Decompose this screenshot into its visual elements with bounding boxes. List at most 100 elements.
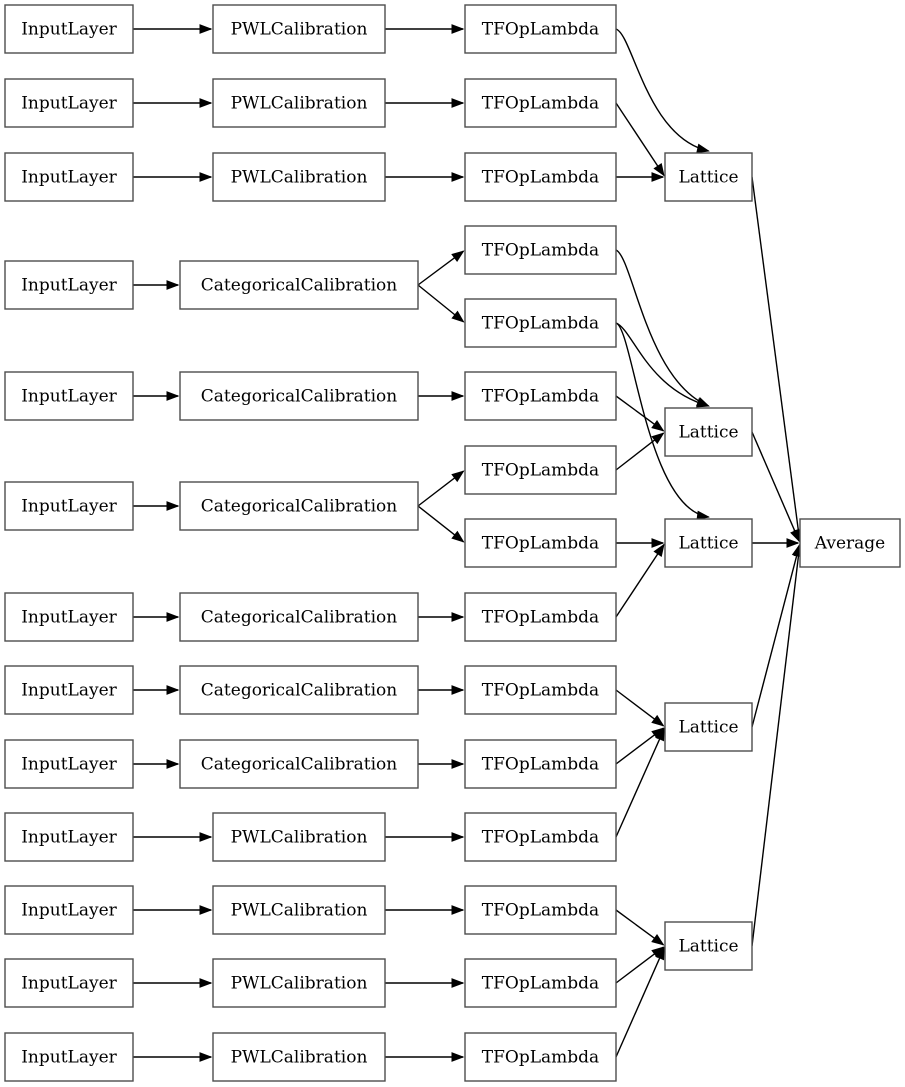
node-input-layer-in2[interactable]: InputLayer [4, 78, 134, 128]
node-tfop-lambda-tf11[interactable]: TFOpLambda [464, 739, 617, 789]
node-tfop-lambda-tf8[interactable]: TFOpLambda [464, 518, 617, 568]
node-tfop-lambda-tf12[interactable]: TFOpLambda [464, 812, 617, 862]
node-tfop-lambda-tf2[interactable]: TFOpLambda [464, 78, 617, 128]
node-box[interactable] [664, 702, 753, 752]
node-input-layer-in9[interactable]: InputLayer [4, 739, 134, 789]
node-pwlcalibration-cal2[interactable]: PWLCalibration [212, 78, 386, 128]
node-box[interactable] [664, 407, 753, 457]
node-box[interactable] [4, 665, 134, 715]
node-box[interactable] [212, 4, 386, 54]
node-box[interactable] [464, 445, 617, 495]
node-input-layer-in10[interactable]: InputLayer [4, 812, 134, 862]
node-box[interactable] [664, 152, 753, 202]
node-box[interactable] [179, 592, 419, 642]
node-pwlcalibration-cal1[interactable]: PWLCalibration [212, 4, 386, 54]
node-box[interactable] [179, 371, 419, 421]
node-tfop-lambda-tf10[interactable]: TFOpLambda [464, 665, 617, 715]
node-box[interactable] [212, 885, 386, 935]
node-categorical-calibration-cal9[interactable]: CategoricalCalibration [179, 739, 419, 789]
node-box[interactable] [664, 518, 753, 568]
node-box[interactable] [4, 152, 134, 202]
node-box[interactable] [4, 78, 134, 128]
node-box[interactable] [464, 812, 617, 862]
node-tfop-lambda-tf13[interactable]: TFOpLambda [464, 885, 617, 935]
node-box[interactable] [464, 665, 617, 715]
node-box[interactable] [212, 152, 386, 202]
node-box[interactable] [464, 592, 617, 642]
node-box[interactable] [4, 1032, 134, 1082]
node-label: CategoricalCalibration [201, 387, 397, 407]
node-pwlcalibration-cal12[interactable]: PWLCalibration [212, 958, 386, 1008]
node-box[interactable] [4, 739, 134, 789]
node-tfop-lambda-tf14[interactable]: TFOpLambda [464, 958, 617, 1008]
edge-cal9-to-tf11 [418, 759, 465, 769]
node-box[interactable] [4, 812, 134, 862]
edge-tf13-to-lat5 [615, 909, 665, 946]
node-box[interactable] [464, 958, 617, 1008]
node-box[interactable] [4, 260, 134, 310]
node-box[interactable] [4, 885, 134, 935]
node-tfop-lambda-tf9[interactable]: TFOpLambda [464, 592, 617, 642]
node-lattice-lat2[interactable]: Lattice [664, 407, 753, 457]
node-lattice-lat5[interactable]: Lattice [664, 921, 753, 971]
node-input-layer-in3[interactable]: InputLayer [4, 152, 134, 202]
node-box[interactable] [664, 921, 753, 971]
node-input-layer-in1[interactable]: InputLayer [4, 4, 134, 54]
node-tfop-lambda-tf1[interactable]: TFOpLambda [464, 4, 617, 54]
node-tfop-lambda-tf3[interactable]: TFOpLambda [464, 152, 617, 202]
node-input-layer-in5[interactable]: InputLayer [4, 371, 134, 421]
node-box[interactable] [179, 665, 419, 715]
node-average-avg[interactable]: Average [799, 518, 901, 568]
node-categorical-calibration-cal8[interactable]: CategoricalCalibration [179, 665, 419, 715]
node-lattice-lat4[interactable]: Lattice [664, 702, 753, 752]
node-box[interactable] [4, 481, 134, 531]
node-box[interactable] [799, 518, 901, 568]
node-box[interactable] [464, 739, 617, 789]
node-input-layer-in4[interactable]: InputLayer [4, 260, 134, 310]
node-box[interactable] [464, 885, 617, 935]
node-box[interactable] [4, 592, 134, 642]
node-box[interactable] [464, 152, 617, 202]
node-box[interactable] [179, 739, 419, 789]
node-pwlcalibration-cal10[interactable]: PWLCalibration [212, 812, 386, 862]
node-box[interactable] [464, 298, 617, 348]
node-tfop-lambda-tf6[interactable]: TFOpLambda [464, 371, 617, 421]
node-box[interactable] [4, 4, 134, 54]
node-label: PWLCalibration [231, 828, 368, 848]
node-tfop-lambda-tf5[interactable]: TFOpLambda [464, 298, 617, 348]
node-input-layer-in11[interactable]: InputLayer [4, 885, 134, 935]
node-pwlcalibration-cal13[interactable]: PWLCalibration [212, 1032, 386, 1082]
node-box[interactable] [464, 78, 617, 128]
node-box[interactable] [464, 371, 617, 421]
edge-cal6-to-tf7 [417, 470, 465, 507]
node-box[interactable] [212, 78, 386, 128]
node-box[interactable] [464, 225, 617, 275]
node-input-layer-in6[interactable]: InputLayer [4, 481, 134, 531]
node-categorical-calibration-cal4[interactable]: CategoricalCalibration [179, 260, 419, 310]
node-input-layer-in8[interactable]: InputLayer [4, 665, 134, 715]
node-input-layer-in13[interactable]: InputLayer [4, 1032, 134, 1082]
node-box[interactable] [179, 260, 419, 310]
node-lattice-lat3[interactable]: Lattice [664, 518, 753, 568]
node-tfop-lambda-tf4[interactable]: TFOpLambda [464, 225, 617, 275]
node-categorical-calibration-cal7[interactable]: CategoricalCalibration [179, 592, 419, 642]
node-box[interactable] [212, 1032, 386, 1082]
node-box[interactable] [464, 4, 617, 54]
node-tfop-lambda-tf7[interactable]: TFOpLambda [464, 445, 617, 495]
node-input-layer-in12[interactable]: InputLayer [4, 958, 134, 1008]
node-categorical-calibration-cal6[interactable]: CategoricalCalibration [179, 481, 419, 531]
node-box[interactable] [179, 481, 419, 531]
node-input-layer-in7[interactable]: InputLayer [4, 592, 134, 642]
node-box[interactable] [4, 958, 134, 1008]
node-lattice-lat1[interactable]: Lattice [664, 152, 753, 202]
node-tfop-lambda-tf15[interactable]: TFOpLambda [464, 1032, 617, 1082]
node-pwlcalibration-cal11[interactable]: PWLCalibration [212, 885, 386, 935]
node-box[interactable] [464, 1032, 617, 1082]
node-box[interactable] [212, 958, 386, 1008]
node-pwlcalibration-cal3[interactable]: PWLCalibration [212, 152, 386, 202]
node-box[interactable] [4, 371, 134, 421]
edge-cal4-to-tf5 [417, 284, 465, 323]
node-box[interactable] [464, 518, 617, 568]
node-box[interactable] [212, 812, 386, 862]
node-categorical-calibration-cal5[interactable]: CategoricalCalibration [179, 371, 419, 421]
